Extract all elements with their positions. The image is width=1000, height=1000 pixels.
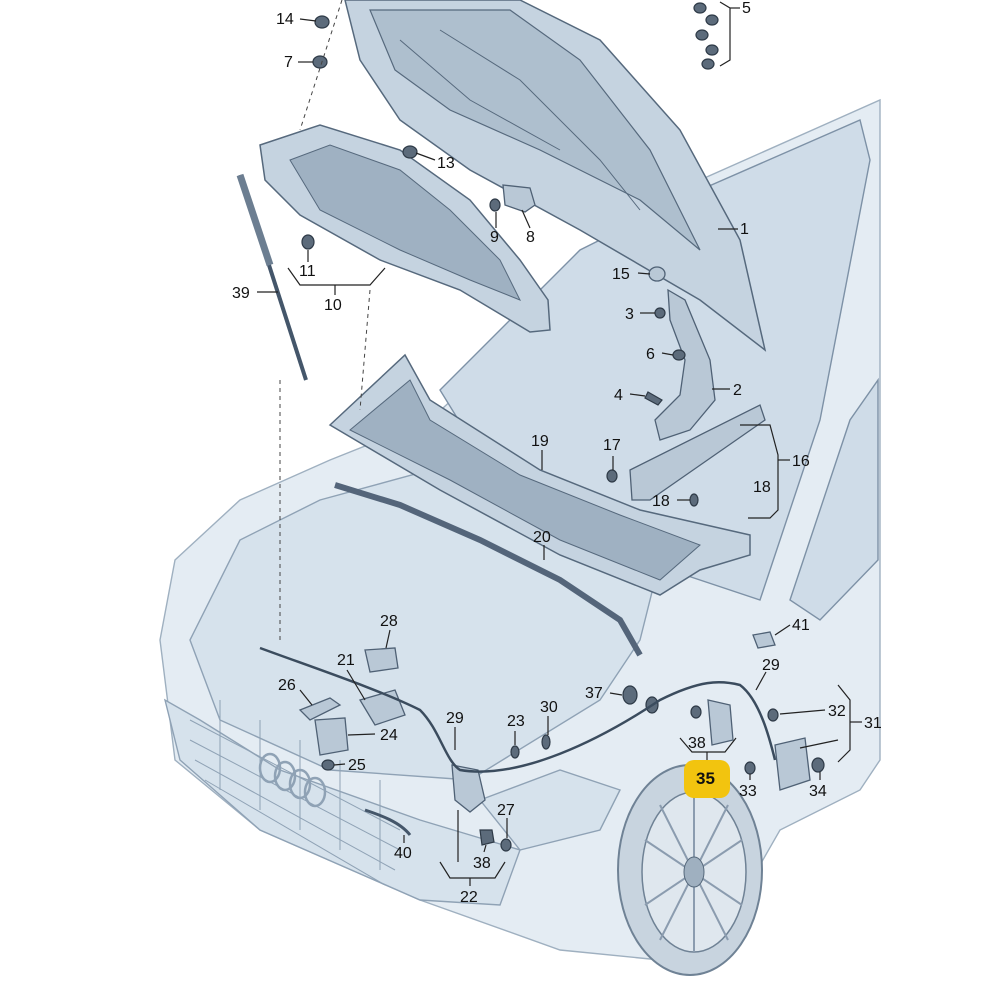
cowl-panel [328, 353, 751, 596]
headlight [478, 769, 621, 851]
label-40: 40 [394, 845, 412, 862]
highlight-marker [684, 760, 730, 798]
front-bumper [163, 698, 521, 906]
label-1: 1 [740, 221, 749, 238]
label-9: 9 [490, 229, 499, 246]
leader-lines [257, 0, 862, 886]
label-35: 35 [696, 769, 715, 788]
label-8: 8 [526, 229, 535, 246]
label-16: 16 [792, 453, 810, 470]
label-6: 6 [646, 346, 655, 363]
label-32: 32 [828, 703, 846, 720]
label-17: 17 [603, 437, 621, 454]
seal-strip [334, 482, 643, 657]
label-31: 31 [864, 715, 882, 732]
label-41: 41 [792, 617, 810, 634]
label-4: 4 [614, 387, 623, 404]
label-22: 22 [460, 889, 478, 906]
highlighted-part-35: 35 [684, 760, 730, 798]
label-5: 5 [742, 0, 751, 17]
engine-bay [189, 469, 661, 781]
label-27: 27 [497, 802, 515, 819]
label-37: 37 [585, 685, 603, 702]
label-24: 24 [380, 727, 398, 744]
label-18-center: 18 [652, 493, 670, 510]
label-34: 34 [809, 783, 827, 800]
label-10: 10 [324, 297, 342, 314]
label-21: 21 [337, 652, 355, 669]
small-parts [298, 2, 825, 852]
label-38-bottom: 38 [473, 855, 491, 872]
label-30: 30 [540, 699, 558, 716]
label-39: 39 [232, 285, 250, 302]
label-2: 2 [733, 382, 742, 399]
label-19: 19 [531, 433, 549, 450]
label-38-right: 38 [688, 735, 706, 752]
label-29-left: 29 [446, 710, 464, 727]
label-20: 20 [533, 529, 551, 546]
hood-insulation-mat [259, 124, 551, 333]
label-7: 7 [284, 54, 293, 71]
part-labels: 14 7 5 13 9 8 11 10 39 1 15 3 6 4 2 17 1… [232, 0, 882, 906]
label-3: 3 [625, 306, 634, 323]
hood-panel [344, 0, 767, 352]
label-28: 28 [380, 613, 398, 630]
side-window [789, 377, 879, 621]
label-11: 11 [299, 263, 316, 280]
label-14: 14 [276, 11, 294, 28]
label-26: 26 [278, 677, 296, 694]
label-18-right: 18 [753, 479, 771, 496]
hood-gas-strut [236, 173, 308, 381]
label-23: 23 [507, 713, 525, 730]
hood-hinge [629, 288, 766, 501]
brand-rings-logo [258, 752, 327, 808]
label-29-right: 29 [762, 657, 780, 674]
label-33: 33 [739, 783, 757, 800]
front-grille [189, 700, 401, 886]
release-cable [259, 646, 777, 773]
car-body [159, 98, 881, 976]
label-25: 25 [348, 757, 366, 774]
label-15: 15 [612, 266, 630, 283]
label-13: 13 [437, 155, 455, 172]
front-wheel [617, 764, 763, 976]
